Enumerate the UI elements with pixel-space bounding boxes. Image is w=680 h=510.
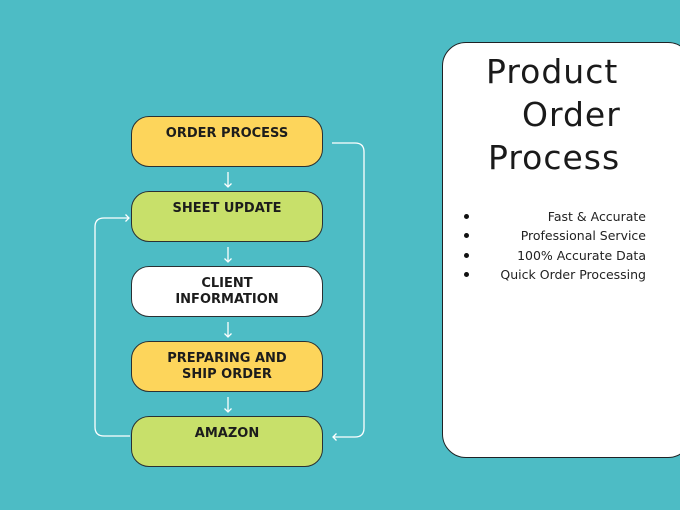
list-item: Professional Service <box>460 226 646 245</box>
step-preparing-and-ship-order: PREPARING AND SHIP ORDER <box>131 341 323 392</box>
bullet-dot-icon <box>464 233 469 239</box>
step-amazon: AMAZON <box>131 416 323 467</box>
list-item: 100% Accurate Data <box>460 246 646 265</box>
feature-list: Fast & Accurate Professional Service 100… <box>460 207 646 284</box>
feature-text: Quick Order Processing <box>500 266 646 282</box>
list-item: Fast & Accurate <box>460 207 646 226</box>
info-card <box>442 42 680 458</box>
arrow-loop-left <box>94 214 130 437</box>
feature-text: 100% Accurate Data <box>517 247 646 263</box>
feature-text: Fast & Accurate <box>547 209 646 224</box>
card-title-line-1: Product <box>486 52 619 91</box>
card-title-line-2: Order <box>522 95 621 134</box>
card-title-line-3: Process <box>488 138 621 177</box>
bullet-dot-icon <box>464 214 469 219</box>
bullet-dot-icon <box>464 252 469 258</box>
step-client-information: CLIENT INFORMATION <box>131 266 323 317</box>
bullet-dot-icon <box>464 271 469 277</box>
step-sheet-update: SHEET UPDATE <box>131 191 323 242</box>
step-order-process: ORDER PROCESS <box>131 116 323 167</box>
feature-text: Professional Service <box>520 228 646 244</box>
list-item: Quick Order Processing <box>460 265 646 284</box>
arrow-loop-right <box>332 142 365 441</box>
